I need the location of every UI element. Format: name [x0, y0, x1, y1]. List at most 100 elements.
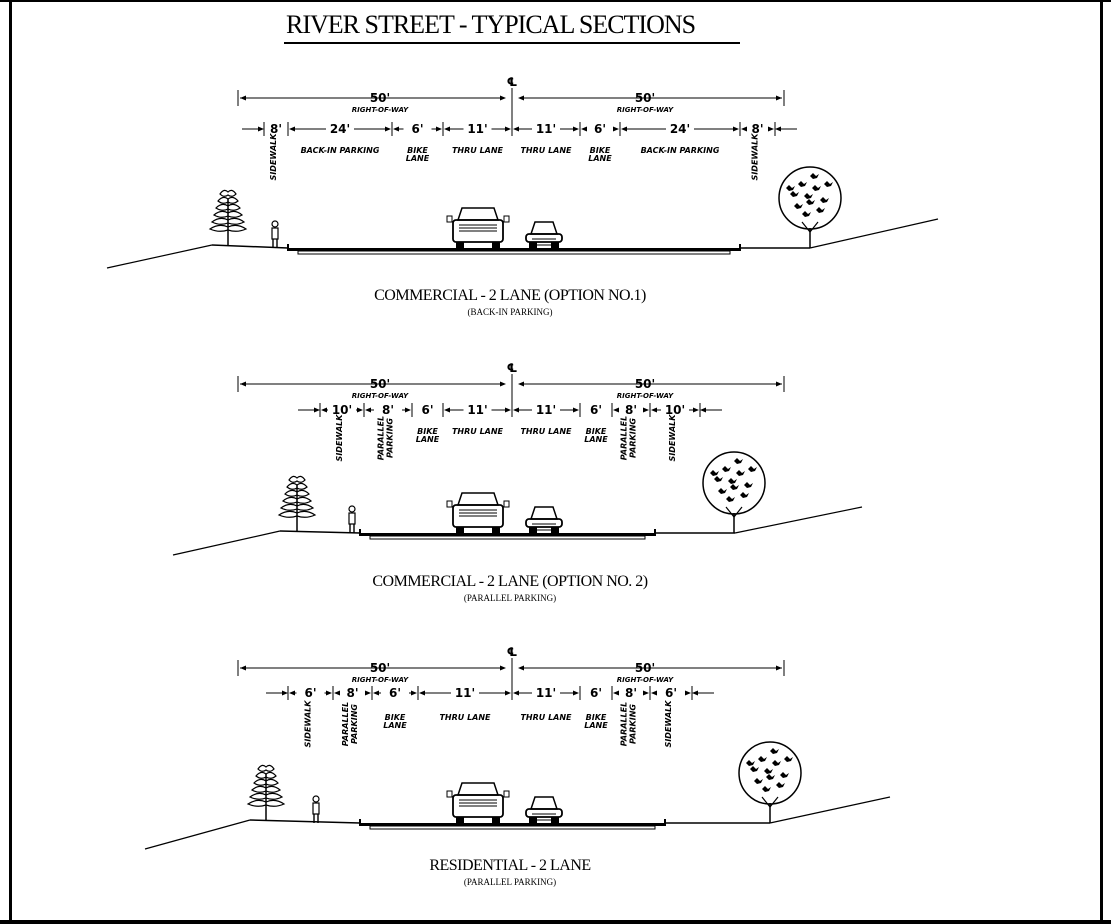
segment-label-line2: LANE: [383, 721, 407, 730]
tree-leaf-cluster: [734, 458, 743, 464]
vehicle-cab: [529, 796, 559, 810]
centerline-symbol: ℄: [507, 75, 518, 89]
segment-label: THRU LANE: [520, 146, 572, 155]
segment-dimension: 11': [467, 403, 487, 417]
segment-dimension: 11': [536, 686, 556, 700]
row-half-width-left: 50': [370, 377, 390, 391]
arrowhead: [289, 690, 295, 696]
segment-dimension: 6': [411, 122, 423, 136]
tree-leaf-cluster: [804, 193, 813, 199]
tree-leaf-cluster: [798, 181, 807, 187]
tree-foliage: [248, 792, 284, 800]
section-1-subtitle: (BACK-IN PARKING): [467, 307, 553, 317]
arrowhead: [289, 126, 295, 132]
tree-foliage: [217, 196, 239, 204]
arrowhead: [613, 126, 619, 132]
segment-label: SIDEWALK: [335, 414, 344, 462]
segment-label: BACK-IN PARKING: [641, 146, 720, 155]
vehicle-body: [452, 794, 504, 818]
tree-foliage: [257, 764, 275, 772]
vehicle-cab: [456, 492, 500, 506]
row-label-right: RIGHT-OF-WAY: [617, 676, 674, 684]
segment-label: THRU LANE: [439, 713, 491, 722]
vehicle-cab: [456, 207, 500, 221]
ground-slope-left: [172, 530, 281, 556]
road-pavement: [360, 823, 665, 826]
pedestrian-icon: [348, 505, 356, 533]
arrowhead: [444, 407, 450, 413]
row-half-width-right: 50': [635, 377, 655, 391]
tree-icon: [208, 189, 248, 245]
pedestrian-icon: [312, 795, 320, 823]
tree-foliage: [250, 785, 282, 793]
tree-leaf-cluster: [728, 478, 737, 484]
vehicle-wheel: [529, 242, 537, 248]
segment-label: BIKE: [586, 713, 607, 722]
arrowhead: [776, 95, 782, 101]
segment-label-word: SIDEWALK: [335, 414, 344, 462]
tree-leaf-cluster: [722, 466, 731, 472]
arrowhead: [518, 381, 524, 387]
segment-label: SIDEWALK: [664, 700, 673, 748]
tree-leaf-cluster: [816, 207, 825, 213]
sheet-border-bottom: [0, 920, 1111, 924]
vehicle-wheel: [492, 527, 500, 533]
arrowhead: [775, 126, 781, 132]
tree-foliage: [246, 799, 286, 807]
vehicle-wheel: [456, 817, 464, 823]
segment-dimension: 8': [382, 403, 394, 417]
tree-leaf-cluster: [726, 496, 735, 502]
tree-icon: [277, 475, 317, 531]
sheet-border-left: [9, 0, 12, 924]
arrowhead: [357, 407, 363, 413]
segment-dimension: 8': [625, 403, 637, 417]
arrowhead: [776, 665, 782, 671]
tree-leaf-cluster: [812, 185, 821, 191]
tree-foliage: [219, 189, 237, 197]
arrowhead: [500, 95, 506, 101]
segment-label: THRU LANE: [452, 146, 504, 155]
section-2-subtitle: (PARALLEL PARKING): [463, 593, 557, 603]
row-half-width-left: 50': [370, 661, 390, 675]
arrowhead: [768, 126, 774, 132]
arrowhead: [444, 126, 450, 132]
vehicle-wheel: [456, 242, 464, 248]
tree-foliage: [212, 210, 244, 218]
tree-leaf-cluster: [762, 786, 771, 792]
arrowhead: [573, 407, 579, 413]
tree-foliage: [208, 224, 248, 232]
arrowhead: [314, 407, 320, 413]
segment-label: SIDEWALK: [751, 133, 760, 181]
arrowhead: [513, 126, 519, 132]
sheet-border-top: [0, 0, 1111, 2]
tree-leaf-cluster: [786, 185, 795, 191]
tree-branch: [761, 796, 771, 808]
truck-icon: [446, 492, 510, 533]
tree-leaf-cluster: [730, 484, 739, 490]
row-half-width-right: 50': [635, 91, 655, 105]
tree-leaf-cluster: [736, 470, 745, 476]
segment-label: THRU LANE: [520, 713, 572, 722]
section-2-caption: COMMERCIAL - 2 LANE (OPTION NO. 2) (PARA…: [210, 573, 810, 603]
vehicle-wheel: [492, 242, 500, 248]
road-base-course: [297, 250, 731, 255]
tree-leaf-cluster: [710, 470, 719, 476]
drawing-title: RIVER STREET - TYPICAL SECTIONS: [286, 10, 696, 39]
tree-foliage: [277, 510, 317, 518]
segment-label: BIKE: [385, 713, 406, 722]
arrowhead: [419, 690, 425, 696]
vehicle-wheel: [551, 817, 559, 823]
arrowhead: [733, 126, 739, 132]
segment-label-word: PARKING: [629, 418, 638, 458]
segment-label-word: SIDEWALK: [269, 133, 278, 181]
segment-label: BACK-IN PARKING: [301, 146, 380, 155]
tree-leaf-cluster: [794, 203, 803, 209]
segment-dimension: 8': [751, 122, 763, 136]
ground-slope-left: [144, 819, 251, 850]
tree-foliage: [281, 496, 313, 504]
tree-leaf-cluster: [714, 476, 723, 482]
